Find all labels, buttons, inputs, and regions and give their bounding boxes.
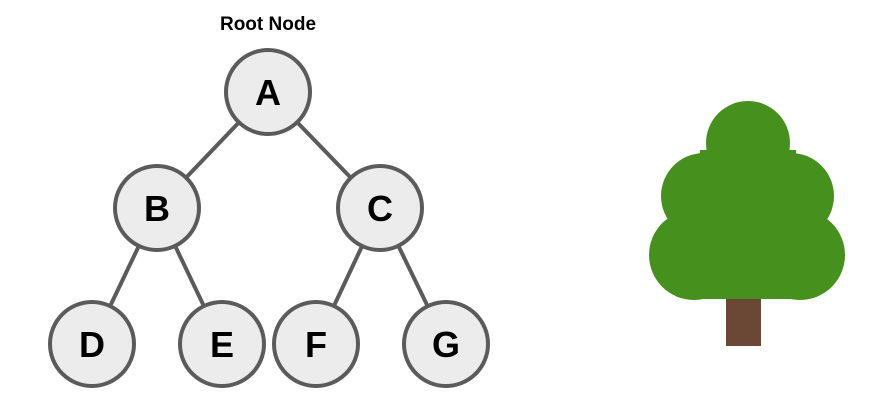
root-node-caption: Root Node [220,14,316,35]
node-label: E [210,324,234,365]
tree-node-g: G [402,300,490,388]
node-circle [48,300,136,388]
node-circle [402,300,490,388]
node-label: G [432,324,460,365]
node-label: B [144,188,170,229]
node-label: D [79,324,105,365]
tree-nodes: A B C D E F G [48,48,490,388]
node-circle [113,164,201,252]
node-circle [178,300,266,388]
tree-foliage [649,101,845,300]
node-label: F [305,324,327,365]
tree-node-b: B [113,164,201,252]
tree-node-e: E [178,300,266,388]
tree-node-d: D [48,300,136,388]
tree-node-c: C [336,164,424,252]
node-circle [224,48,312,136]
node-label: A [255,72,281,113]
tree-icon [649,101,845,346]
node-label: C [367,188,393,229]
node-circle [272,300,360,388]
tree-node-f: F [272,300,360,388]
tree-node-a: A [224,48,312,136]
node-circle [336,164,424,252]
